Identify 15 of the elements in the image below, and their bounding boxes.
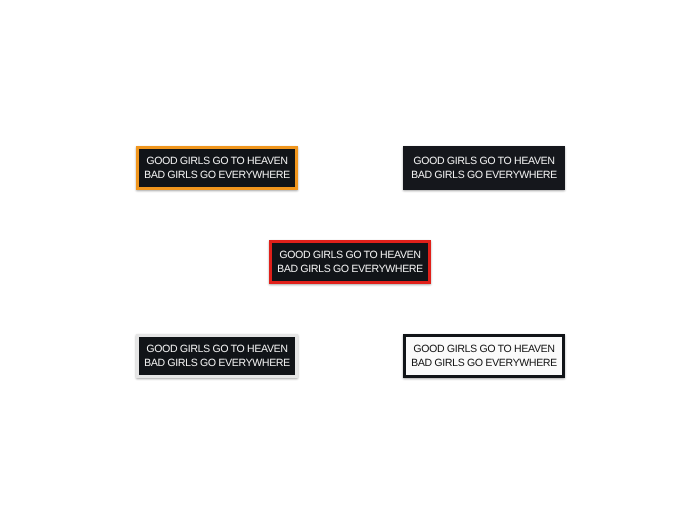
- patch-text: BAD GIRLS GO EVERYWHERE: [411, 356, 557, 370]
- patch-text: BAD GIRLS GO EVERYWHERE: [144, 356, 290, 370]
- patch-text: GOOD GIRLS GO TO HEAVEN: [413, 154, 555, 168]
- patch-text: BAD GIRLS GO EVERYWHERE: [411, 168, 557, 182]
- embroidered-patch: [403, 146, 565, 190]
- patch-text: GOOD GIRLS GO TO HEAVEN: [146, 154, 288, 168]
- embroidered-patch: [403, 334, 565, 378]
- patch-text: BAD GIRLS GO EVERYWHERE: [144, 168, 290, 182]
- patch-text: GOOD GIRLS GO TO HEAVEN: [146, 342, 288, 356]
- embroidered-patch: [269, 240, 431, 284]
- embroidered-patch: [136, 146, 298, 190]
- embroidered-patch: [136, 334, 298, 378]
- patch-text: GOOD GIRLS GO TO HEAVEN: [413, 342, 555, 356]
- patch-text: GOOD GIRLS GO TO HEAVEN: [279, 248, 421, 262]
- patch-text: BAD GIRLS GO EVERYWHERE: [277, 262, 423, 276]
